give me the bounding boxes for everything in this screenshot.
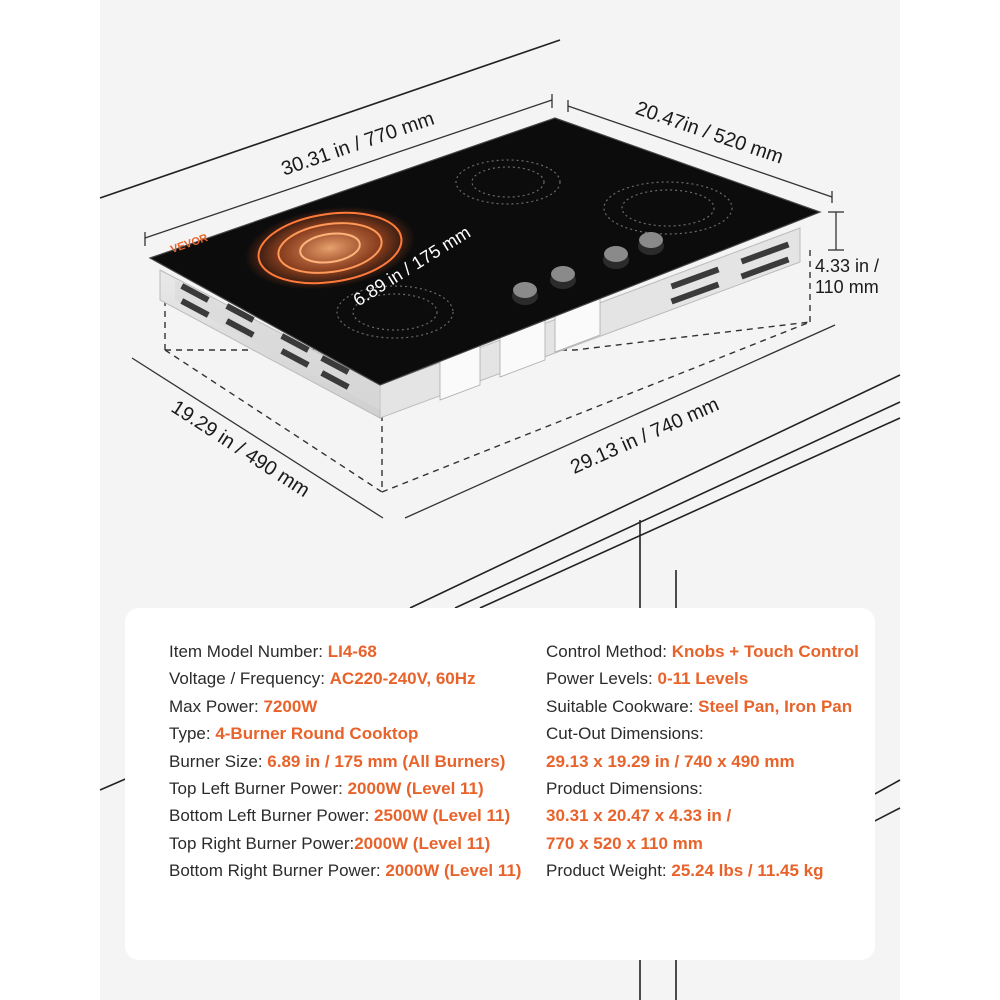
spec-row: Voltage / Frequency: AC220-240V, 60Hz [169,665,521,692]
spec-value: 29.13 x 19.29 in / 740 x 490 mm [546,751,795,771]
spec-row: Product Dimensions: [546,775,859,802]
spec-row: Top Right Burner Power:2000W (Level 11) [169,830,521,857]
spec-row: Cut-Out Dimensions: [546,720,859,747]
spec-label: Bottom Left Burner Power: [169,806,375,826]
spec-row: 30.31 x 20.47 x 4.33 in / [546,802,859,829]
spec-label: Power Levels: [546,669,658,689]
spec-value: Knobs + Touch Control [671,642,859,661]
spec-label: Control Method: [546,642,672,661]
spec-row: Max Power: 7200W [169,693,521,720]
spec-label: Top Right Burner Power: [169,833,355,853]
spec-value: 2000W (Level 11) [354,833,491,853]
spec-row: Burner Size: 6.89 in / 175 mm (All Burne… [169,748,521,775]
knob-1 [512,282,538,305]
spec-value: 25.24 lbs / 11.45 kg [671,861,824,881]
spec-label: Voltage / Frequency: [169,669,330,689]
spec-row: Power Levels: 0-11 Levels [546,665,859,692]
spec-row: Product Weight: 25.24 lbs / 11.45 kg [546,857,859,884]
spec-row: 29.13 x 19.29 in / 740 x 490 mm [546,748,859,775]
spec-row: 770 x 520 x 110 mm [546,830,859,857]
knob-3 [603,246,629,269]
vent-slots [180,241,790,390]
spec-value: 2500W (Level 11) [374,806,511,826]
dimension-height-line1: 4.33 in / [815,256,880,276]
dimension-lines [131,94,844,519]
spec-value: 2000W (Level 11) [385,861,522,881]
control-knobs [512,232,664,305]
spec-label: Product Dimensions: [546,778,703,798]
spec-value: 770 x 520 x 110 mm [546,833,703,853]
specs-left-column: Item Model Number: LI4-68 Voltage / Freq… [169,638,521,885]
dimension-height-line2: 110 mm [815,277,879,297]
burners-inactive [336,159,733,339]
spec-label: Max Power: [169,696,264,716]
spec-row: Bottom Left Burner Power: 2500W (Level 1… [169,802,521,829]
spec-value: LI4-68 [327,642,377,661]
knob-4 [638,232,664,255]
spec-label: Type: [169,724,216,744]
spec-label: Bottom Right Burner Power: [169,861,386,881]
spec-label: Item Model Number: [169,642,328,661]
spec-row: Top Left Burner Power: 2000W (Level 11) [169,775,521,802]
spec-value: Steel Pan, Iron Pan [698,696,853,716]
cooktop-glass [148,117,822,386]
specs-card: Item Model Number: LI4-68 Voltage / Freq… [125,608,875,960]
spec-row: Control Method: Knobs + Touch Control [546,638,859,665]
burner-top-left-active [244,206,416,290]
spec-label: Suitable Cookware: [546,696,699,716]
spec-label: Cut-Out Dimensions: [546,724,704,744]
spec-value: AC220-240V, 60Hz [329,669,476,689]
spec-label: Product Weight: [546,861,672,881]
spec-label: Burner Size: [169,751,268,771]
spec-value: 7200W [263,696,318,716]
knob-2 [550,266,576,289]
spec-row: Item Model Number: LI4-68 [169,638,521,665]
spec-value: 6.89 in / 175 mm (All Burners) [267,751,506,771]
spec-row: Suitable Cookware: Steel Pan, Iron Pan [546,693,859,720]
specs-right-column: Control Method: Knobs + Touch Control Po… [546,638,859,885]
spec-value: 30.31 x 20.47 x 4.33 in / [546,806,732,826]
spec-value: 2000W (Level 11) [347,778,484,798]
spec-value: 4-Burner Round Cooktop [215,724,419,744]
spec-row: Type: 4-Burner Round Cooktop [169,720,521,747]
spec-label: Top Left Burner Power: [169,778,348,798]
spec-value: 0-11 Levels [657,669,749,689]
spec-row: Bottom Right Burner Power: 2000W (Level … [169,857,521,884]
